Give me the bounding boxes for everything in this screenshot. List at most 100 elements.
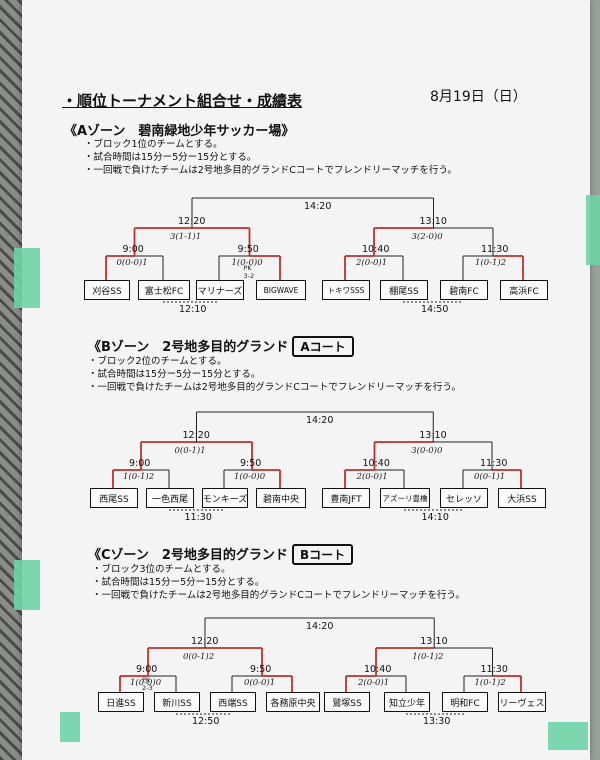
zone-c-match-score: 1(0-0)0 [130,678,162,688]
zone-b-match-score: 0(0-1)1 [474,472,506,482]
zone-b-match-score: 2(0-0)1 [356,472,388,482]
zone-c-team-box: 新川SS [154,692,200,712]
zone-a-match-score: 0(0-0)1 [116,258,148,268]
zone-c-note-2: ・試合時間は15分ー5分ー15分とする。 [92,577,265,588]
zone-c-note-1: ・ブロック3位のチームとする。 [92,564,231,575]
tape-right [586,195,600,265]
zone-a-match-time: 11:30 [481,244,509,255]
zone-a-team-box: トキワSSS [322,280,370,300]
zone-b-cons-time: 14:10 [421,512,449,523]
background-fence [0,0,26,760]
zone-a-cons-time: 12:10 [179,304,207,315]
zone-a-match-score: 1(0-1)2 [475,258,507,268]
zone-c-notes: ・ブロック3位のチームとする。 ・試合時間は15分ー5分ー15分とする。 ・一回… [92,563,465,602]
zone-c-match-time: 10:40 [364,664,392,675]
zone-c-pk-label: PK [142,676,151,684]
zone-b-note-2: ・試合時間は15分ー5分ー15分とする。 [88,369,261,380]
zone-b-team-box: モンキーズ [202,488,248,508]
zone-b-team-box: 豊南JFT [322,488,370,508]
zone-c-court: Bコート [291,544,354,565]
zone-a-match-time: 9:50 [237,244,259,255]
zone-c-note-3: ・一回戦で負けたチームは2号地多目的グランドCコートでフレンドリーマッチを行う。 [92,590,465,601]
zone-a-match-time: 10:40 [362,244,390,255]
zone-c-semi-score: 1(0-1)2 [412,652,444,662]
zone-c-team-box: 明和FC [442,692,488,712]
zone-c-final-time: 14:20 [306,621,334,632]
zone-a-note-2: ・試合時間は15分ー5分ー15分とする。 [84,152,257,163]
zone-a-pk-label: PK [243,264,252,272]
zone-c-team-box: 鷲塚SS [324,692,370,712]
zone-b-title: 《Bゾーン 2号地多目的グランド [88,340,289,355]
zone-a-team-box: 刈谷SS [84,280,130,300]
zone-a-match-score: 1(0-0)0 [231,258,263,268]
zone-b-semi-score: 3(0-0)0 [411,446,443,456]
zone-a-final-time: 14:20 [304,201,332,212]
zone-a-note-3: ・一回戦で負けたチームは2号地多目的グランドCコートでフレンドリーマッチを行う。 [84,165,457,176]
zone-c-match-time: 9:50 [250,664,272,675]
zone-b-cons-time: 11:30 [184,512,212,523]
zone-a-team-box: 富士松FC [138,280,190,300]
zone-c-semi-time: 12:20 [191,636,219,647]
zone-b-match-time: 11:30 [480,458,508,469]
zone-a-heading: 《Aゾーン 碧南緑地少年サッカー場》 [64,120,294,139]
zone-b-match-score: 1(0-1)2 [123,472,155,482]
zone-c-team-box: 日進SS [98,692,144,712]
zone-b-team-box: 西尾SS [90,488,138,508]
zone-c-pk-score: 2-3 [142,684,153,692]
event-date: 8月19日（日） [430,89,527,105]
zone-a-semi-time: 13:10 [419,216,447,227]
zone-c-team-box: リーヴェス [498,692,546,712]
zone-c-team-box: 各務原中央 [266,692,320,712]
zone-b-team-box: アズーリ豊橋 [380,488,430,508]
page-title: ・順位トーナメント組合せ・成績表 [62,92,303,110]
zone-c-match-score: 1(0-1)2 [474,678,506,688]
tape-left-2 [14,560,40,610]
zone-c-match-score: 2(0-0)1 [358,678,390,688]
zone-a-team-box: 棚尾SS [380,280,428,300]
zone-c-semi-time: 13:10 [420,636,448,647]
zone-a-team-box: BIGWAVE [256,280,306,300]
zone-b-note-1: ・ブロック2位のチームとする。 [88,356,227,367]
zone-a-team-box: 高浜FC [500,280,548,300]
zone-a-team-box: マリナーズ [196,280,244,300]
zone-b-semi-score: 0(0-1)1 [174,446,206,456]
zone-a-cons-time: 14:50 [421,304,449,315]
zone-a-team-box: 碧南FC [440,280,488,300]
tape-left-1 [14,248,40,308]
zone-a-match-score: 2(0-0)1 [356,258,388,268]
zone-b-match-time: 9:50 [240,458,262,469]
zone-b-match-time: 10:40 [362,458,390,469]
zone-a-semi-score: 3(2-0)0 [411,232,443,242]
zone-c-semi-score: 0(0-1)2 [183,652,215,662]
zone-b-team-box: セレッソ [440,488,488,508]
zone-a-match-time: 9:00 [122,244,144,255]
zone-a-semi-score: 3(1-1)1 [170,232,202,242]
zone-c-match-time: 9:00 [136,664,158,675]
zone-c-match-time: 11:30 [480,664,508,675]
zone-b-semi-time: 12:20 [182,430,210,441]
zone-b-note-3: ・一回戦で負けたチームは2号地多目的グランドCコートでフレンドリーマッチを行う。 [88,382,461,393]
zone-b-final-time: 14:20 [306,415,334,426]
zone-b-match-time: 9:00 [129,458,151,469]
zone-b-court: Aコート [292,336,354,357]
zone-a-notes: ・ブロック1位のチームとする。 ・試合時間は15分ー5分ー15分とする。 ・一回… [84,138,457,177]
tape-bottom-right [548,722,588,750]
zone-a-title: 《Aゾーン 碧南緑地少年サッカー場》 [64,124,295,139]
zone-a-pk-score: 3-2 [243,272,255,280]
tournament-sheet [22,0,590,760]
zone-b-match-score: 1(0-0)0 [234,472,266,482]
zone-c-match-score: 0(0-0)1 [244,678,276,688]
zone-c-cons-time: 13:30 [423,716,451,727]
zone-c-team-box: 知立少年 [384,692,430,712]
zone-a-semi-time: 12:20 [178,216,206,227]
zone-c-team-box: 西端SS [210,692,256,712]
tape-bottom-left [60,712,80,742]
zone-b-team-box: 一色西尾 [146,488,194,508]
zone-b-team-box: 碧南中央 [256,488,306,508]
zone-c-cons-time: 12:50 [192,716,220,727]
zone-a-note-1: ・ブロック1位のチームとする。 [84,139,223,150]
zone-b-team-box: 大浜SS [498,488,546,508]
